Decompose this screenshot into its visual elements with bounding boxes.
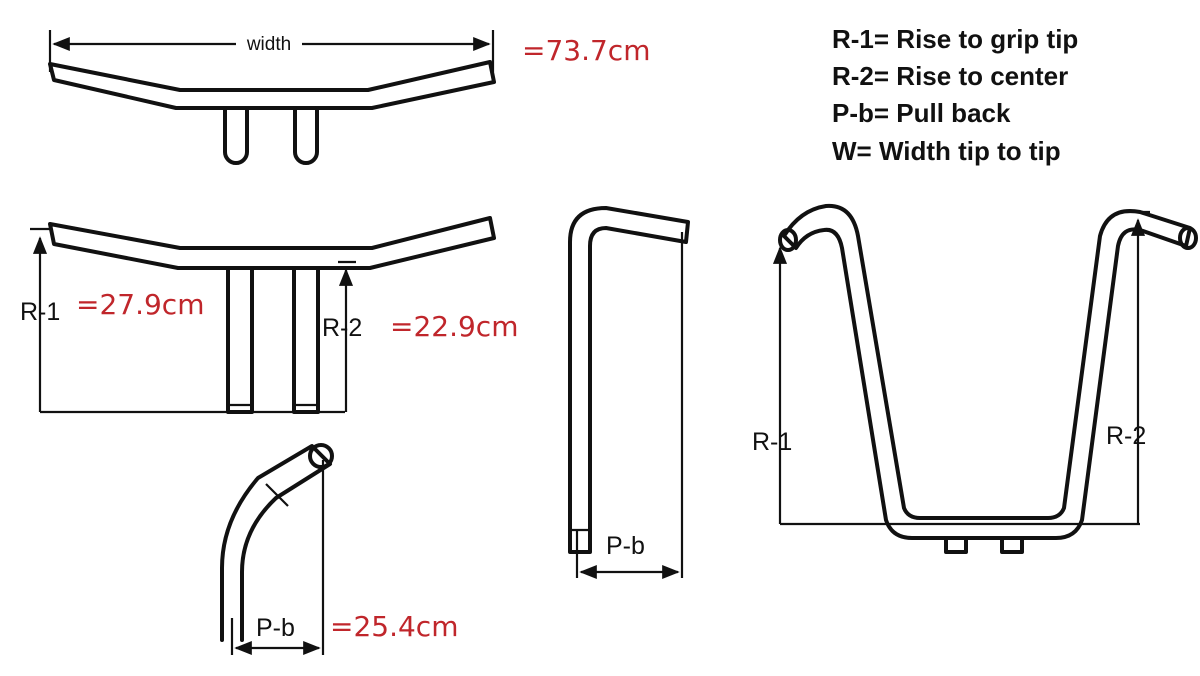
ape-grip-left (778, 228, 798, 252)
ape-riser-right (1000, 536, 1024, 554)
side-view-small: P-b =25.4cm (220, 443, 458, 656)
width-value: =73.7cm (522, 34, 650, 67)
front-view-bar-body (48, 216, 496, 270)
legend-pb: P-b= Pull back (832, 98, 1011, 128)
front-view-riser-right (292, 266, 320, 414)
front-r2-value: =22.9cm (390, 310, 518, 343)
legend-r2: R-2= Rise to center (832, 61, 1068, 91)
side-tall-pb-label: P-b (606, 532, 645, 560)
ape-hanger-view: R-1 R-2 (752, 203, 1198, 554)
front-r2-label: R-2 (322, 314, 362, 342)
legend-r1: R-1= Rise to grip tip (832, 24, 1078, 54)
ape-r1-label: R-1 (752, 428, 792, 456)
ape-bar-body (782, 203, 1192, 540)
front-view-handlebar: R-1 =27.9cm R-2 =22.9cm (20, 216, 518, 414)
ape-r2-label: R-2 (1106, 422, 1146, 450)
front-view-riser-left (226, 266, 254, 414)
width-label: width (246, 34, 291, 55)
legend-w: W= Width tip to tip (832, 136, 1061, 166)
side-small-pb-value: =25.4cm (330, 610, 458, 643)
front-r1-label: R-1 (20, 298, 60, 326)
side-small-bar (220, 444, 332, 642)
side-small-grip-end (308, 443, 334, 469)
front-r1-value: =27.9cm (76, 288, 204, 321)
legend: R-1= Rise to grip tip R-2= Rise to cente… (832, 24, 1078, 166)
ape-grip-right (1178, 226, 1198, 250)
top-view-handlebar: width =73.7cm (48, 30, 650, 165)
ape-riser-left (944, 536, 968, 554)
side-small-pb-label: P-b (256, 614, 295, 642)
top-view-riser-right (293, 106, 319, 165)
side-view-tall: P-b (568, 206, 690, 580)
top-view-riser-left (223, 106, 249, 165)
side-small-bend-line (265, 483, 289, 507)
side-tall-bar (568, 206, 690, 554)
top-view-bar-body (48, 60, 496, 110)
